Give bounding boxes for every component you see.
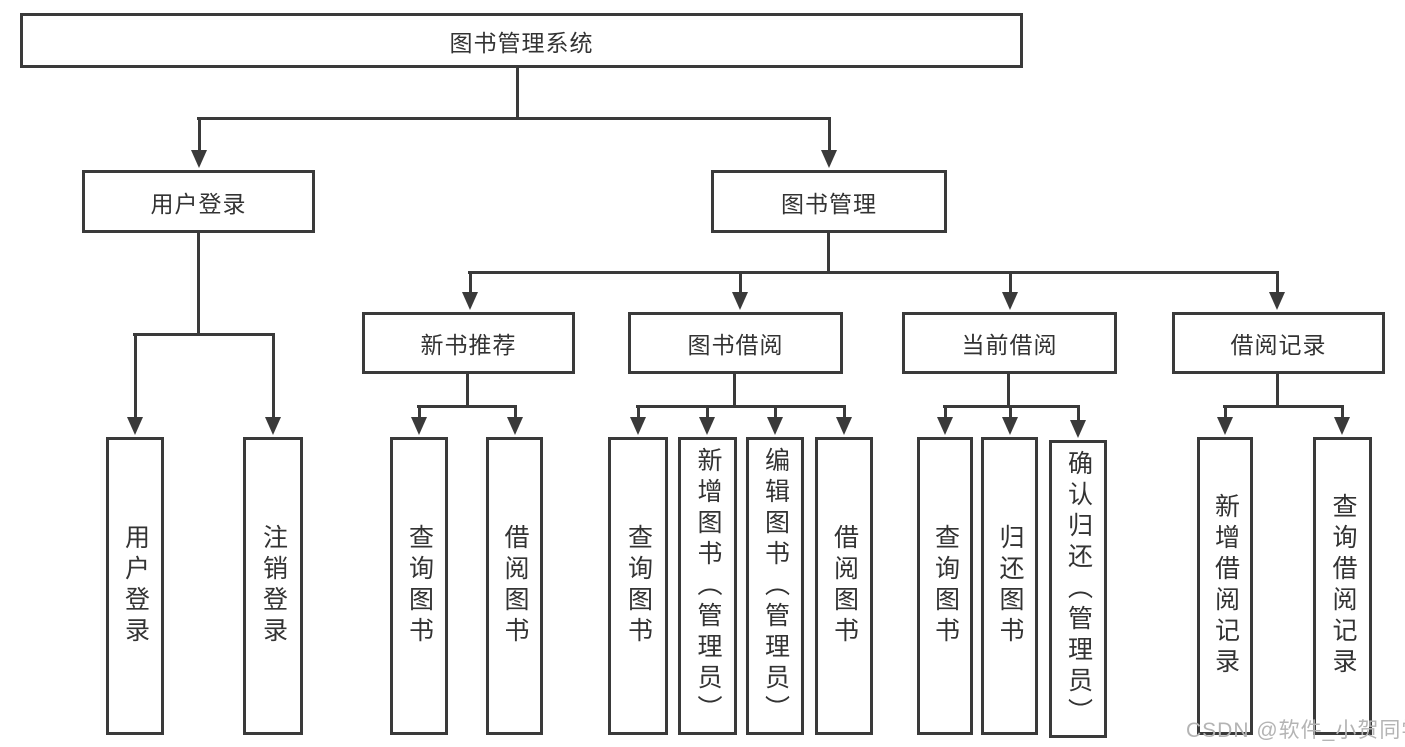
leaf-logout-label: 注销登录 [259,524,288,648]
connector-line [197,117,831,120]
leaf-user-login: 用户登录 [106,437,164,735]
arrowhead-down [1070,405,1086,438]
arrowhead-down [265,333,281,435]
leaf-logout: 注销登录 [243,437,303,735]
leaf-borrow-books-borrowing-label: 借阅图书 [830,524,859,648]
leaf-confirm-return-admin-label: 确认归还（管理员） [1064,449,1093,729]
node-user-login-label: 用户登录 [150,190,247,217]
arrowhead-down [1269,271,1285,310]
node-book-borrowing: 图书借阅 [628,312,843,374]
node-current-borrowing-label: 当前借阅 [961,332,1058,358]
arrowhead-down [127,333,143,435]
node-borrowing-records-label: 借阅记录 [1230,332,1327,358]
arrowhead-down [699,405,715,435]
arrowhead-down [411,405,427,435]
leaf-confirm-return-admin: 确认归还（管理员） [1049,440,1107,738]
leaf-return-books-label: 归还图书 [996,524,1024,648]
arrowhead-down [1217,405,1233,435]
leaf-query-books-current: 查询图书 [917,437,973,735]
leaf-query-books-recommend: 查询图书 [390,437,448,735]
arrowhead-down [1334,405,1350,435]
node-borrowing-records: 借阅记录 [1172,312,1385,374]
leaf-query-books-borrowing: 查询图书 [608,437,668,735]
connector-line [417,405,517,408]
csdn-watermark: CSDN @软件_小贺同学 [1186,719,1405,742]
leaf-query-books-recommend-label: 查询图书 [405,524,434,648]
leaf-edit-book-admin: 编辑图书（管理员） [746,437,804,735]
leaf-return-books: 归还图书 [981,437,1038,735]
node-new-book-recommend-label: 新书推荐 [420,332,517,358]
node-book-management: 图书管理 [711,170,947,233]
leaf-add-book-admin-label: 新增图书（管理员） [694,446,722,726]
connector-line [516,68,519,118]
leaf-borrow-books-recommend: 借阅图书 [486,437,543,735]
node-new-book-recommend: 新书推荐 [362,312,575,374]
node-root: 图书管理系统 [20,13,1023,68]
arrowhead-down [836,405,852,435]
leaf-borrow-books-recommend-label: 借阅图书 [501,524,529,648]
leaf-edit-book-admin-label: 编辑图书（管理员） [761,446,790,726]
arrowhead-down [1002,405,1018,435]
connector-line [197,232,200,336]
leaf-user-login-label: 用户登录 [121,524,150,648]
arrowhead-down [191,117,207,168]
connector-line [133,333,275,336]
node-book-borrowing-label: 图书借阅 [687,332,784,358]
arrowhead-down [507,405,523,435]
arrowhead-down [821,117,837,168]
connector-line [1276,373,1279,407]
node-book-management-label: 图书管理 [781,190,877,217]
arrowhead-down [767,405,783,435]
arrowhead-down [732,271,748,310]
leaf-borrow-books-borrowing: 借阅图书 [815,437,873,735]
node-user-login: 用户登录 [82,170,315,233]
leaf-query-borrow-record-label: 查询借阅记录 [1329,493,1357,679]
arrowhead-down [630,405,646,435]
node-root-label: 图书管理系统 [449,29,594,56]
leaf-query-books-borrowing-label: 查询图书 [624,524,653,648]
connector-line [636,405,846,408]
arrowhead-down [937,405,953,435]
leaf-add-borrow-record-label: 新增借阅记录 [1211,493,1240,679]
arrowhead-down [1002,271,1018,310]
connector-line [733,373,736,407]
leaf-add-borrow-record: 新增借阅记录 [1197,437,1253,735]
connector-line [468,271,1279,274]
arrowhead-down [462,271,478,310]
connector-line [1223,405,1344,408]
leaf-add-book-admin: 新增图书（管理员） [678,437,737,735]
connector-line [827,231,830,273]
connector-line [1007,373,1010,407]
node-current-borrowing: 当前借阅 [902,312,1117,374]
connector-line [466,373,469,407]
leaf-query-borrow-record: 查询借阅记录 [1313,437,1372,735]
leaf-query-books-current-label: 查询图书 [931,524,960,648]
connector-line [943,405,1080,408]
